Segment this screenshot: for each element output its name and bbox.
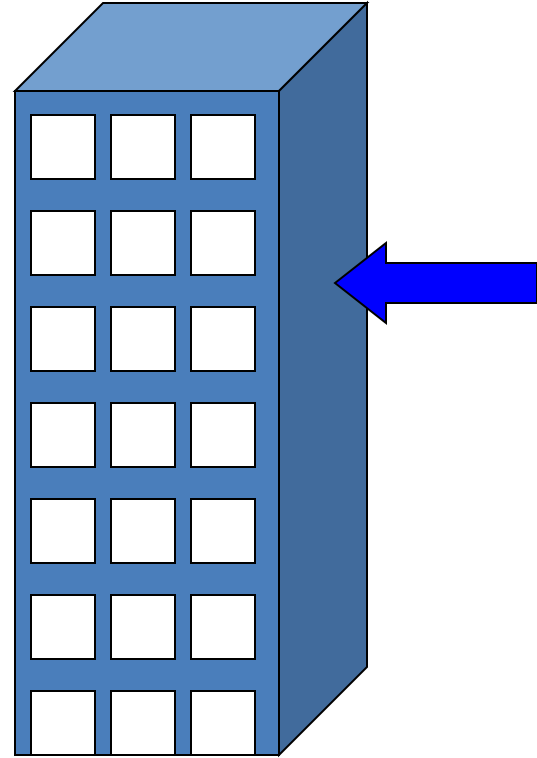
window bbox=[191, 211, 255, 275]
window bbox=[111, 115, 175, 179]
building-windows bbox=[31, 115, 255, 755]
window bbox=[31, 211, 95, 275]
window bbox=[31, 307, 95, 371]
window bbox=[31, 403, 95, 467]
window bbox=[31, 115, 95, 179]
window bbox=[191, 403, 255, 467]
window bbox=[111, 691, 175, 755]
window bbox=[191, 691, 255, 755]
window bbox=[191, 595, 255, 659]
window bbox=[111, 307, 175, 371]
window bbox=[191, 115, 255, 179]
building bbox=[15, 3, 367, 755]
window bbox=[111, 403, 175, 467]
window bbox=[191, 499, 255, 563]
window bbox=[111, 499, 175, 563]
building-side-wall bbox=[279, 3, 367, 755]
window bbox=[111, 211, 175, 275]
window bbox=[31, 499, 95, 563]
window bbox=[31, 595, 95, 659]
window bbox=[191, 307, 255, 371]
window bbox=[31, 691, 95, 755]
window bbox=[111, 595, 175, 659]
